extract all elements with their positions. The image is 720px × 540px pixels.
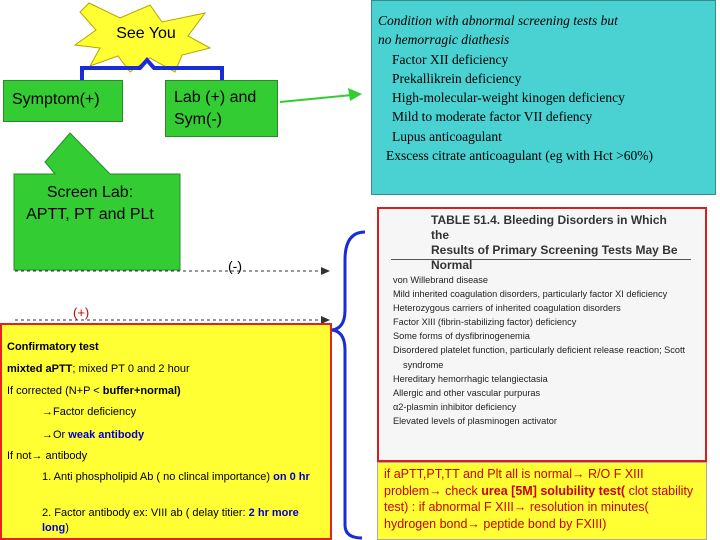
normal-part1: if aPTT,PT,TT and Plt all is normal — [384, 467, 573, 481]
table-title: TABLE 51.4. Bleeding Disorders in Which … — [431, 213, 681, 273]
normal-part5: clot stability test) : if abnormal F XII… — [384, 483, 694, 515]
item2-b: 2 hr more — [248, 507, 299, 519]
table-row: Disordered platelet function, particular… — [393, 345, 686, 356]
table-divider — [391, 259, 691, 260]
arrow-head — [348, 88, 362, 101]
confirm-title: Confirmatory test — [7, 341, 99, 353]
table-row: α2-plasmin inhibitor deficiency — [393, 401, 517, 412]
screen-lab-line1: Screen Lab: — [46, 184, 134, 201]
table-row: von Willebrand disease — [393, 275, 488, 285]
condition-item: Lupus anticoagulant — [392, 128, 502, 144]
confirmatory-test-box: Confirmatory test mixted aPTT; mixed PT … — [0, 323, 332, 540]
lab-line2: Sym(-) — [174, 111, 222, 128]
table-title-line1: TABLE 51.4. Bleeding Disorders in Which … — [431, 213, 667, 242]
positive-label: (+) — [73, 305, 90, 320]
or-line: →Or weak antibody — [42, 429, 144, 441]
table-row: Hereditary hemorrhagic telangiectasia — [393, 373, 548, 384]
lab-sym-box: Lab (+) and Sym(-) — [165, 80, 278, 137]
condition-item: Mild to moderate factor VII defiency — [392, 109, 593, 125]
table-row: Allergic and other vascular purpuras — [393, 387, 541, 398]
normal-screen-box: if aPTT,PT,TT and Plt all is normal→ R/O… — [377, 462, 707, 540]
table-rows: von Willebrand disease Mild inherited co… — [393, 273, 698, 428]
table-row: Factor XIII (fibrin-stabilizing factor) … — [393, 317, 577, 328]
mixed-line: mixted aPTT; mixed PT 0 and 2 hour — [7, 363, 190, 375]
condition-item: Exscess citrate anticoagulant (eg with H… — [386, 148, 654, 164]
symptom-box: Symptom(+) — [3, 80, 123, 122]
arrow-right-icon: → — [42, 429, 53, 441]
item2-c: long — [42, 522, 66, 534]
item1-line: 1. Anti phospholipid Ab ( no clincal imp… — [42, 470, 327, 485]
item1-b: on 0 hr — [273, 471, 310, 483]
screen-lab-line2: APTT, PT and PLt — [26, 206, 154, 223]
arrow-right-icon: → — [42, 406, 53, 418]
screen-lab-text: Screen Lab: APTT, PT and PLt — [0, 182, 180, 226]
arrow-right-icon: → — [513, 500, 527, 515]
condition-item: Factor XII deficiency — [392, 51, 509, 67]
item1-a: 1. Anti phospholipid Ab ( no clincal imp… — [42, 471, 271, 483]
item2-d: ) — [65, 522, 69, 534]
item2-a: 2. Factor antibody ex: VIII ab ( delay t… — [42, 507, 246, 519]
table-51-4-image: TABLE 51.4. Bleeding Disorders in Which … — [377, 207, 707, 462]
condition-box: Condition with abnormal screening tests … — [371, 0, 716, 195]
normal-part6: resolution in minutes( hydrogen bond — [384, 500, 649, 531]
table-row: syndrome — [403, 359, 444, 370]
arrow-right-icon: → — [572, 467, 585, 481]
arrow-head — [321, 267, 330, 275]
corrected-line: If corrected (N+P < buffer+normal) — [7, 385, 181, 397]
normal-part3: check — [445, 483, 478, 498]
lab-to-condition-arrow — [279, 94, 353, 103]
arrow-right-icon: → — [31, 450, 43, 462]
or-a: Or — [53, 429, 66, 441]
mixed-a: mixted aPTT — [7, 363, 73, 375]
table-title-line2: Results of Primary Screening Tests May B… — [431, 243, 678, 272]
negative-label: (-) — [228, 258, 242, 274]
lab-line1: Lab (+) and — [174, 89, 257, 106]
table-row: Some forms of dysfibrinogenemia — [393, 331, 530, 342]
see-you-label: See You — [116, 25, 176, 42]
corrected-b: buffer+normal) — [102, 385, 181, 397]
arrow-right-icon: → — [467, 516, 480, 531]
condition-header-line2: no hemorragic diathesis — [378, 32, 510, 48]
condition-item: Prekallikrein deficiency — [392, 70, 522, 86]
table-row: Elevated levels of plasminogen activator — [393, 415, 557, 426]
mixed-b: ; mixed PT 0 and 2 hour — [72, 363, 190, 375]
if-not-b: antibody — [45, 450, 88, 462]
item2-line: 2. Factor antibody ex: VIII ab ( delay t… — [42, 506, 327, 536]
corrected-a: If corrected (N+P < — [7, 385, 100, 397]
normal-part2: R/O F XIII problem — [384, 467, 644, 498]
arrow-right-icon: → — [429, 483, 442, 498]
or-b: weak antibody — [68, 429, 145, 441]
condition-item: High-molecular-weight kinogen deficiency — [392, 90, 625, 106]
if-not-line: If not→ antibody — [7, 450, 87, 462]
factor-line: →Factor deficiency — [42, 406, 136, 418]
normal-part4: urea [5M] solubility test( — [481, 483, 626, 498]
condition-header-line1: Condition with abnormal screening tests … — [378, 13, 618, 28]
arrow-head — [321, 316, 330, 324]
symptom-label: Symptom(+) — [12, 91, 100, 108]
see-you-starburst — [73, 2, 212, 73]
curly-brace — [329, 230, 366, 540]
screen-lab-up-arrow — [13, 132, 181, 271]
factor-text: Factor deficiency — [53, 406, 137, 418]
normal-part7: peptide bond by FXIII) — [483, 516, 607, 531]
table-row: Mild inherited coagulation disorders, pa… — [393, 289, 668, 300]
table-row: Heterozygous carriers of inherited coagu… — [393, 303, 621, 314]
if-not-text: If not — [7, 450, 32, 462]
see-you-bracket — [80, 56, 224, 82]
